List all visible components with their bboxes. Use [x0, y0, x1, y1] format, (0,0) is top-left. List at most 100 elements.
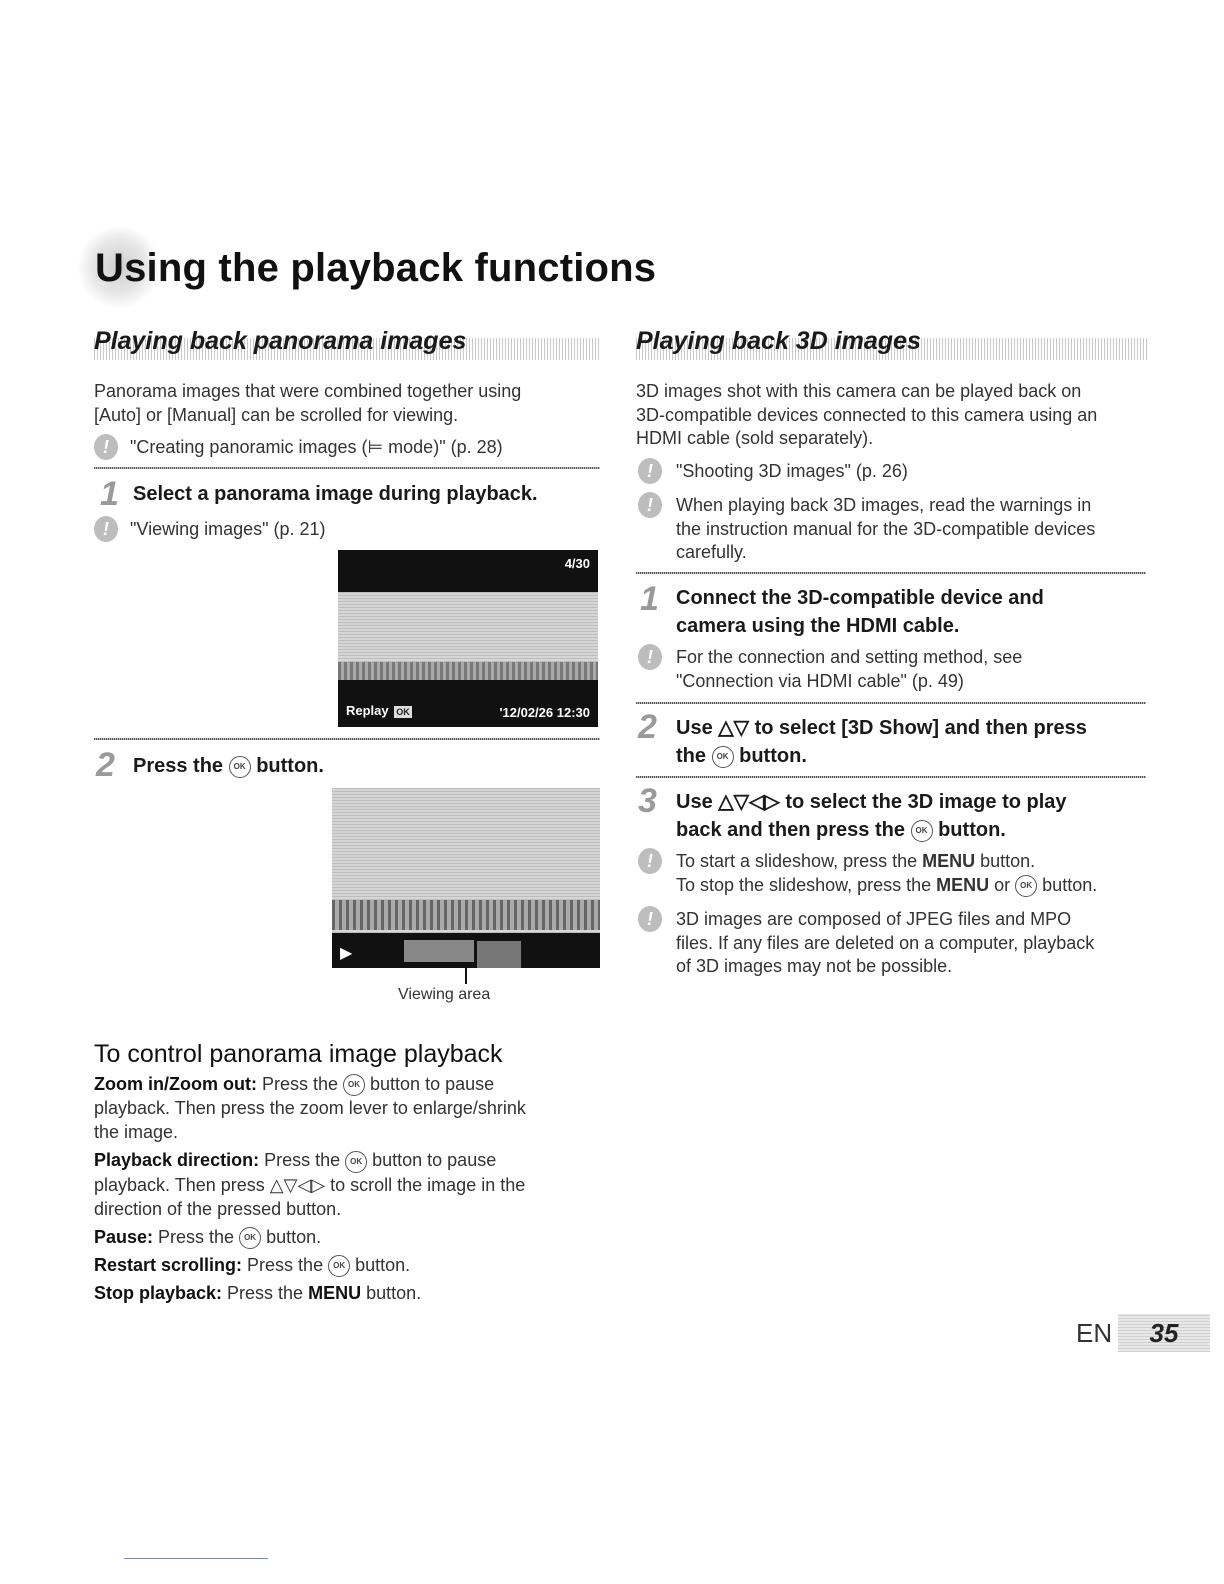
- tip-line: To start a slideshow, press the MENU but…: [676, 850, 1097, 874]
- intro-line: 3D images shot with this camera can be p…: [636, 381, 1082, 401]
- step-2-text: Press the OK button.: [133, 752, 324, 780]
- ok-button-icon: OK: [328, 1255, 351, 1277]
- step-1-text: Select a panorama image during playback.: [133, 483, 538, 505]
- control-label: Playback direction:: [94, 1150, 260, 1171]
- tip-text-part: or: [989, 874, 1016, 895]
- control-text-line: direction of the pressed button.: [94, 1198, 342, 1219]
- tip-text: To start a slideshow, press the MENU but…: [676, 850, 1097, 897]
- step-2-pre: Press the: [133, 755, 224, 777]
- tip-line: files. If any files are deleted on a com…: [676, 932, 1095, 953]
- step-line-post: button.: [938, 819, 1006, 841]
- control-list: Zoom in/Zoom out: Press the OK button to…: [94, 1072, 604, 1305]
- control-text: button to pause: [365, 1074, 495, 1094]
- menu-button-label: MENU: [936, 874, 990, 895]
- intro-line: Panorama images that were combined toget…: [94, 381, 522, 401]
- warning-line: carefully.: [676, 542, 747, 562]
- control-text: Press the: [256, 1074, 344, 1094]
- tip-text-part: To stop the slideshow, press the: [676, 874, 937, 895]
- tip-line: 3D images are composed of JPEG files and…: [676, 909, 1072, 929]
- menu-button-label: MENU: [308, 1283, 362, 1303]
- control-text: button.: [361, 1283, 422, 1303]
- panorama-intro: Panorama images that were combined toget…: [94, 380, 521, 427]
- 3d-step-3-text: Use △▽◁▷ to select the 3D image to play …: [676, 788, 1067, 844]
- tip-icon: !: [638, 906, 662, 932]
- tip-text-part: button.: [975, 851, 1036, 871]
- control-heading: To control panorama image playback: [94, 1040, 503, 1068]
- 3d-step-2-text: Use △▽ to select [3D Show] and then pres…: [676, 714, 1087, 770]
- 3d-step-1-text: Connect the 3D-compatible device and cam…: [676, 584, 1044, 640]
- warning-line: When playing back 3D images, read the wa…: [676, 495, 1092, 515]
- page-title: Using the playback functions: [95, 246, 657, 290]
- viewing-area-indicator: [474, 938, 524, 968]
- section-underline: [94, 338, 600, 360]
- ok-button-icon: OK: [239, 1226, 262, 1249]
- reference-text: For the connection and setting method, s…: [676, 646, 1022, 693]
- tip-text-part: button.: [1037, 874, 1098, 895]
- reference-line: "Connection via HDMI cable" (p. 49): [676, 670, 964, 691]
- control-label: Pause:: [94, 1226, 154, 1247]
- reference-line: For the connection and setting method, s…: [676, 647, 1023, 667]
- scroll-track: [404, 940, 474, 962]
- intro-line: [Auto] or [Manual] can be scrolled for v…: [94, 404, 459, 425]
- step-line-post: button.: [739, 745, 807, 767]
- 3d-intro: 3D images shot with this camera can be p…: [636, 380, 1097, 451]
- step-line: Use △▽◁▷ to select the 3D image to play: [676, 791, 1067, 813]
- title-decoration: [78, 226, 160, 308]
- step-number: 1: [100, 475, 119, 513]
- step-number: 3: [638, 782, 657, 820]
- control-text: Press the: [259, 1150, 346, 1171]
- section-heading-panorama: Playing back panorama images: [94, 327, 467, 355]
- panorama-screen-1: 4/30 Replay OK '12/02/26 12:30: [338, 550, 598, 727]
- control-text: Press the: [153, 1226, 240, 1247]
- divider: [94, 738, 600, 740]
- divider: [94, 467, 600, 469]
- control-item: Pause: Press the OK button.: [94, 1225, 604, 1249]
- control-text: button.: [261, 1226, 322, 1247]
- control-text-line: playback. Then press the zoom lever to e…: [94, 1098, 526, 1119]
- tip-line: To stop the slideshow, press the MENU or…: [676, 874, 1097, 898]
- intro-line: HDMI cable (sold separately).: [636, 428, 874, 448]
- image-ground: [332, 900, 600, 930]
- control-item: Playback direction: Press the OK button …: [94, 1148, 604, 1220]
- page-language: EN: [1076, 1318, 1113, 1348]
- step-number: 2: [96, 746, 115, 784]
- intro-line: 3D-compatible devices connected to this …: [636, 404, 1098, 425]
- warning-line: the instruction manual for the 3D-compat…: [676, 518, 1096, 539]
- reference-icon: !: [638, 458, 662, 484]
- step-line-pre: the: [676, 745, 706, 767]
- footer-line: [124, 1558, 268, 1559]
- step-line: Use △▽ to select [3D Show] and then pres…: [676, 717, 1087, 739]
- image-counter: 4/30: [564, 556, 590, 571]
- replay-text: Replay: [346, 703, 389, 718]
- reference-icon: !: [638, 644, 662, 670]
- section-underline: [636, 338, 1148, 360]
- play-icon: ▶: [340, 945, 353, 962]
- step-line: Connect the 3D-compatible device and: [676, 587, 1044, 609]
- step-number: 2: [638, 708, 657, 746]
- section-heading-3d: Playing back 3D images: [636, 327, 921, 355]
- divider: [636, 572, 1146, 574]
- control-label: Zoom in/Zoom out:: [94, 1074, 257, 1094]
- ok-button-icon: OK: [711, 745, 734, 768]
- datetime: '12/02/26 12:30: [499, 705, 590, 720]
- tip-line: of 3D images may not be possible.: [676, 956, 953, 976]
- tip-text-part: To start a slideshow, press the: [676, 851, 923, 871]
- control-text-line: playback. Then press △▽◁▷ to scroll the …: [94, 1174, 526, 1195]
- panorama-screen-2: ▶: [332, 788, 600, 968]
- tip-text: 3D images are composed of JPEG files and…: [676, 908, 1094, 979]
- reference-text: "Creating panoramic images (⊨ mode)" (p.…: [130, 437, 503, 457]
- ok-button-icon: OK: [343, 1074, 366, 1097]
- tip-icon: !: [638, 848, 662, 874]
- step-2-post: button.: [256, 755, 324, 777]
- page-number: 35: [1118, 1314, 1210, 1352]
- image-ground: [338, 662, 598, 680]
- caption-pointer: [465, 968, 467, 984]
- control-item: Restart scrolling: Press the OK button.: [94, 1253, 604, 1277]
- step-line: back and then press the OK button.: [676, 816, 1067, 844]
- ok-button-icon: OK: [345, 1150, 368, 1173]
- step-number: 1: [640, 580, 659, 618]
- warning-icon: !: [638, 492, 662, 518]
- control-text: Press the: [222, 1283, 309, 1303]
- ok-button-icon: OK: [1015, 874, 1038, 897]
- control-label: Restart scrolling:: [94, 1254, 243, 1275]
